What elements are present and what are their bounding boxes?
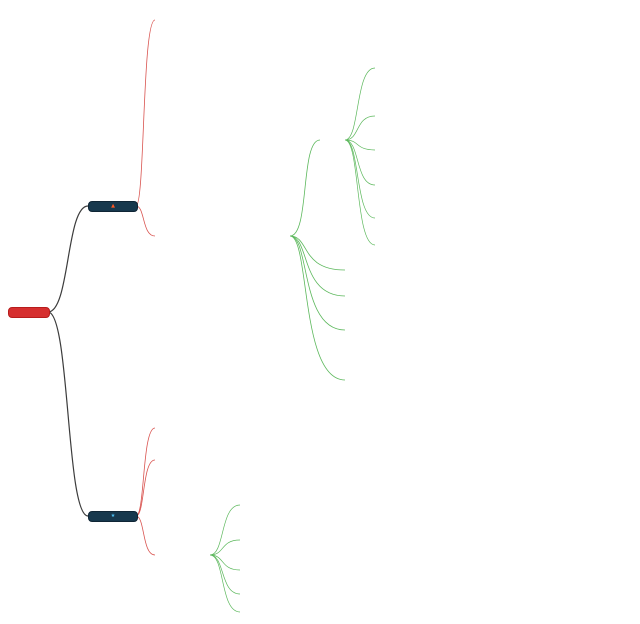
connector-merits xyxy=(289,235,346,297)
connector-stage-4 xyxy=(344,139,376,186)
branch-node-bottom[interactable]: ★ xyxy=(88,511,138,522)
branch-node-top[interactable]: ▲ xyxy=(88,201,138,212)
connector-root-top xyxy=(47,205,89,313)
leaf-bottom-cloning xyxy=(155,551,210,559)
connector-bottom-cloning xyxy=(135,515,156,556)
leaf-merits xyxy=(345,292,370,300)
connector-stage-2 xyxy=(344,115,376,141)
connector-test xyxy=(289,235,346,381)
leaf-bottom-application xyxy=(155,454,205,464)
connector-cloning-5 xyxy=(209,554,241,613)
root-node[interactable] xyxy=(8,307,50,318)
connector-cloning-4 xyxy=(209,554,241,595)
fire-icon: ▲ xyxy=(111,203,115,209)
connector-root-bottom xyxy=(47,311,89,517)
leaf-top-ivf xyxy=(155,230,290,244)
connector-stage-3 xyxy=(344,139,376,151)
leaf-process xyxy=(320,136,345,144)
leaf-traits xyxy=(345,266,370,274)
leaf-test-tube xyxy=(345,376,375,384)
leaf-sex-control xyxy=(345,326,375,334)
connector-sex xyxy=(289,235,346,331)
connector-process xyxy=(289,139,321,237)
connector-cloning-1 xyxy=(209,504,241,556)
connector-bottom-def xyxy=(135,427,156,517)
connector-bottom-app xyxy=(135,459,156,517)
leaf-top-definition xyxy=(155,14,305,28)
connector-cloning-2 xyxy=(209,539,241,556)
connector-traits xyxy=(289,235,346,271)
connector-stage-6 xyxy=(344,139,376,246)
connector-stage-1 xyxy=(344,67,376,141)
connector-top-def xyxy=(135,19,156,207)
star-icon: ★ xyxy=(110,513,116,519)
connector-top-ivf xyxy=(135,205,156,237)
leaf-bottom-definition xyxy=(155,418,330,438)
